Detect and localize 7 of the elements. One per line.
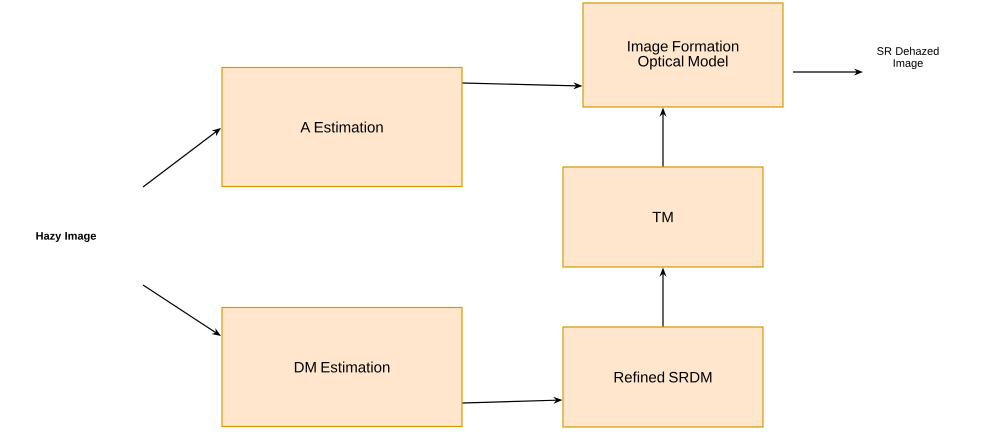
input-label: Hazy Image [36,232,96,242]
process-box: TM [562,166,764,268]
process-box: DM Estimation [221,306,463,428]
process-box: Refined SRDM [562,326,764,428]
output-label: SR Dehazed Image [877,46,939,70]
process-box: A Estimation [221,66,463,188]
process-box: Image Formation Optical Model [582,2,784,108]
